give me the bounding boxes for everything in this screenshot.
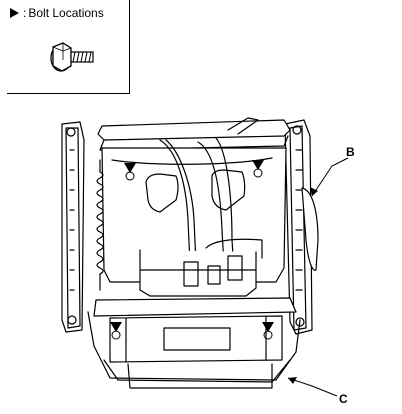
flange-bolt-icon bbox=[50, 42, 94, 72]
bolt-marker bbox=[110, 322, 122, 332]
legend-row: : Bolt Locations bbox=[10, 6, 104, 20]
left-seat-rail bbox=[61, 121, 85, 333]
callout-c-leader bbox=[287, 377, 338, 397]
bolt-marker bbox=[124, 163, 136, 173]
callout-b-leader bbox=[311, 157, 349, 197]
callout-c-label: C bbox=[339, 392, 348, 406]
legend-text: Bolt Locations bbox=[28, 6, 104, 20]
legend-separator: : bbox=[23, 6, 27, 20]
bolt-marker bbox=[262, 322, 274, 332]
side-cover bbox=[301, 187, 319, 271]
right-seat-rail bbox=[284, 119, 313, 335]
callout-b-label: B bbox=[346, 145, 355, 159]
bolt-marker bbox=[252, 160, 264, 170]
legend-box: : Bolt Locations bbox=[7, 0, 130, 94]
triangle-arrow-icon bbox=[10, 8, 19, 18]
